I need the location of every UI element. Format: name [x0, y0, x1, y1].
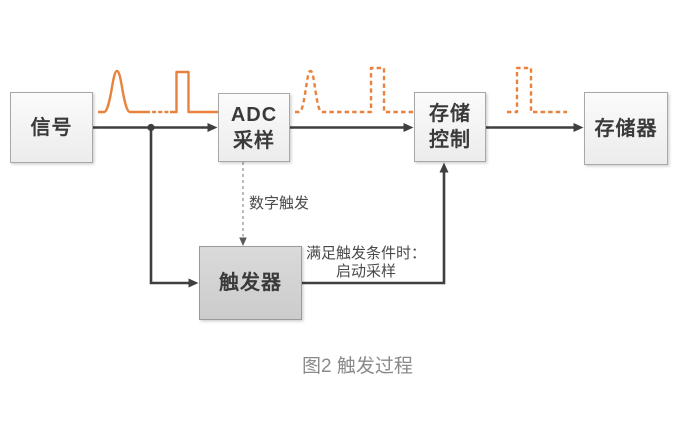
- analog-signal-waveform-icon: [98, 69, 218, 114]
- block-adc-line2: 采样: [233, 129, 275, 152]
- block-signal-label: 信号: [30, 116, 73, 139]
- arrow-trigger-to-storage-control: [302, 162, 449, 285]
- arrow-signal-branch-to-trigger: [149, 127, 199, 288]
- block-trigger-label: 触发器: [219, 272, 282, 294]
- block-storage-control-line1: 存储: [429, 103, 471, 125]
- block-adc-line1: ADC: [230, 103, 278, 126]
- stored-pulse-waveform-icon: [507, 66, 567, 114]
- block-storage-control: 存储 控制: [414, 92, 486, 162]
- sampled-signal-waveform-icon: [295, 66, 414, 114]
- block-memory-label: 存储器: [594, 117, 658, 140]
- block-signal: 信号: [10, 92, 93, 163]
- block-adc-sampling: ADC 采样: [218, 93, 290, 162]
- trigger-condition-label: 满足触发条件时： 启动采样: [303, 245, 429, 281]
- trigger-condition-line1: 满足触发条件时：: [305, 245, 426, 262]
- figure-caption: 图2 触发过程: [302, 356, 413, 377]
- junction-dot: [147, 123, 155, 132]
- digital-trigger-label: 数字触发: [249, 195, 310, 212]
- block-memory: 存储器: [584, 92, 668, 165]
- dashed-arrowhead: [239, 237, 247, 246]
- block-storage-control-line2: 控制: [429, 129, 471, 151]
- block-trigger: 触发器: [199, 246, 302, 320]
- trigger-condition-line2: 启动采样: [335, 263, 396, 280]
- arrows-layer: [93, 123, 584, 288]
